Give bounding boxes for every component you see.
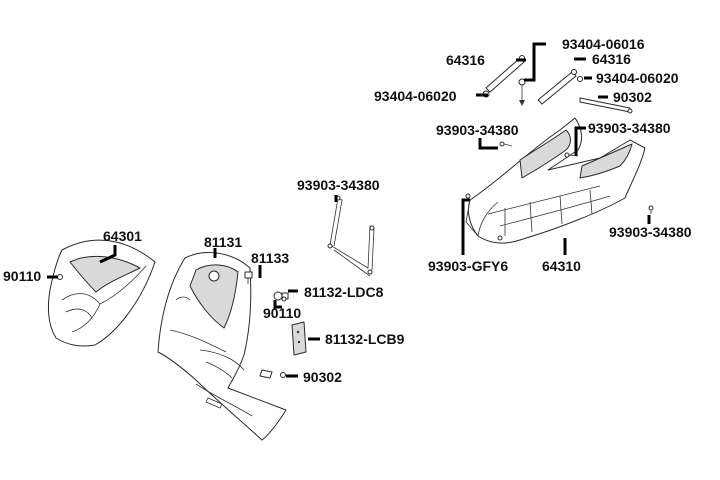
small-part-81133	[244, 271, 253, 284]
screw-ldc8	[273, 291, 289, 301]
bolt-06016	[518, 78, 526, 106]
label-64301: 64301	[103, 228, 142, 244]
label-64310: 64310	[542, 258, 581, 274]
screw-93903-top	[499, 141, 513, 147]
floor-panel-part	[465, 117, 646, 244]
label-93903-top-left: 93903-34380	[436, 122, 519, 138]
rod-64316-right	[537, 69, 577, 105]
label-64316-right: 64316	[592, 51, 631, 67]
label-93903-center: 93903-34380	[297, 177, 380, 193]
label-93404-06016: 93404-06016	[562, 36, 645, 52]
leader-lines	[47, 42, 651, 378]
label-93903-top-right: 93903-34380	[588, 120, 671, 136]
label-93404-06020-right: 93404-06020	[596, 70, 679, 86]
screw-gfy6	[465, 193, 503, 241]
screw-90110-center	[281, 296, 287, 302]
label-90302-lower: 90302	[303, 369, 342, 385]
front-cover-part	[47, 239, 156, 347]
label-90110-center: 90110	[263, 305, 302, 321]
label-81133: 81133	[251, 250, 290, 266]
label-90110-left: 90110	[3, 268, 42, 284]
screw-93903-right	[648, 205, 654, 214]
rod-64316-left	[482, 55, 525, 98]
plate-lcb9	[291, 321, 307, 356]
label-81132-lcb9: 81132-LCB9	[325, 331, 405, 347]
clip-90302-lower	[259, 369, 286, 379]
label-93903-right: 93903-34380	[609, 224, 692, 240]
label-81131: 81131	[204, 234, 243, 250]
label-93903-gfy6: 93903-GFY6	[428, 258, 509, 274]
bracket-center	[327, 195, 375, 277]
label-90302-upper: 90302	[613, 89, 652, 105]
clip-90302-upper	[579, 97, 633, 114]
label-81132-ldc8: 81132-LDC8	[304, 284, 384, 300]
front-shield-part	[157, 252, 287, 441]
bolt-06020-right	[577, 76, 583, 82]
label-64316-left: 64316	[446, 52, 485, 68]
label-93404-06020-left: 93404-06020	[374, 88, 457, 104]
